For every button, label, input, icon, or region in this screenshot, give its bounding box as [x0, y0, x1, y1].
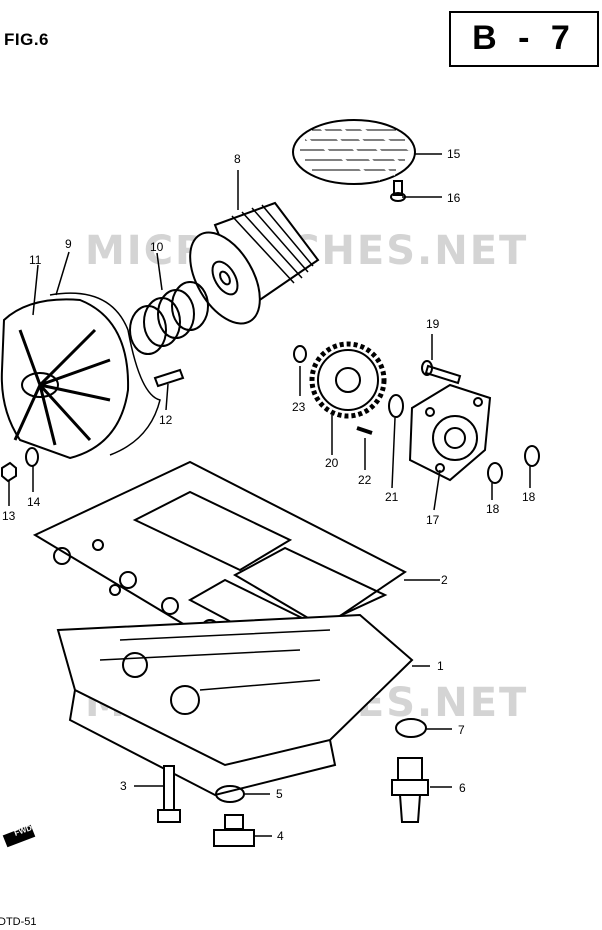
cap-stud-drawing — [153, 368, 185, 388]
oil-pump-drawing — [408, 383, 492, 482]
strainer-screw-drawing — [390, 180, 406, 202]
cap-nut-drawing — [1, 461, 17, 483]
callout-17: 17 — [426, 513, 440, 527]
gear-pin-drawing — [356, 426, 373, 435]
callout-1: 1 — [437, 659, 444, 673]
callout-18b: 18 — [522, 490, 536, 504]
pump-gear-drawing — [309, 341, 387, 419]
oil-filter-drawing — [189, 201, 320, 325]
callout-10: 10 — [150, 240, 164, 254]
callout-8: 8 — [234, 152, 241, 166]
callout-7: 7 — [458, 723, 465, 737]
leader-lines — [8, 153, 531, 837]
callout-19: 19 — [426, 317, 440, 331]
oil-pan-drawing — [56, 613, 414, 797]
pan-bolt-drawing — [157, 765, 181, 823]
switch-washer-drawing — [395, 718, 427, 738]
filter-cap-drawing — [0, 298, 130, 460]
callout-15: 15 — [447, 147, 461, 161]
o-ring-drawing — [49, 292, 161, 456]
callout-18a: 18 — [486, 502, 500, 516]
callout-6: 6 — [459, 781, 466, 795]
callout-3: 3 — [120, 779, 127, 793]
plate-code: B - 7 — [472, 19, 576, 57]
figure-label: FIG.6 — [4, 30, 50, 49]
pump-washer-drawing — [388, 394, 404, 418]
circlip-drawing — [293, 345, 307, 363]
drain-plug-drawing — [213, 814, 255, 847]
pump-o-ring-a-drawing — [487, 462, 503, 484]
callout-16: 16 — [447, 191, 461, 205]
callout-9: 9 — [65, 237, 72, 251]
cap-washer-drawing — [25, 447, 39, 467]
pump-bolt-drawing — [421, 360, 462, 385]
callout-22: 22 — [358, 473, 372, 487]
pressure-switch-drawing — [391, 757, 429, 823]
callout-13: 13 — [2, 509, 16, 523]
callout-2: 2 — [441, 573, 448, 587]
plate-code-box: B - 7 — [449, 11, 599, 67]
filter-spring-drawing — [129, 281, 209, 355]
pump-o-ring-b-drawing — [524, 445, 540, 467]
fwd-arrow-icon — [2, 824, 36, 848]
callout-4: 4 — [277, 829, 284, 843]
callout-11: 11 — [29, 253, 42, 267]
footer-code: DTD-51 — [0, 916, 37, 928]
callout-5: 5 — [276, 787, 283, 801]
callout-20: 20 — [325, 456, 339, 470]
callout-23: 23 — [292, 400, 306, 414]
callout-14: 14 — [27, 495, 41, 509]
callout-21: 21 — [385, 490, 399, 504]
callout-12: 12 — [159, 413, 173, 427]
oil-strainer-drawing — [292, 119, 416, 185]
